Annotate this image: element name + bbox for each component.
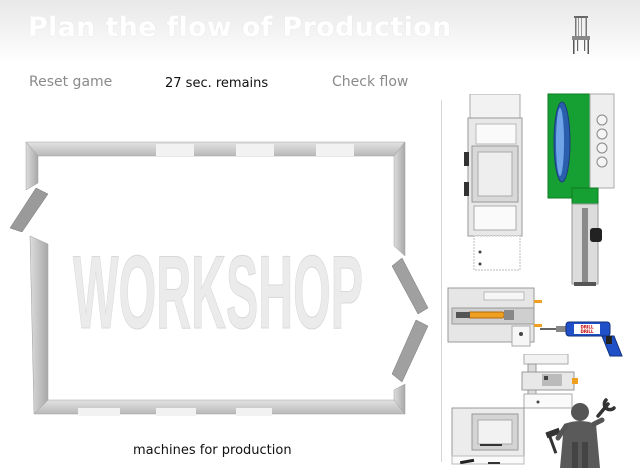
panel-divider <box>441 100 442 462</box>
machine-grey-press[interactable] <box>462 94 528 272</box>
workshop-area[interactable]: WORKSHOP <box>8 138 438 428</box>
machine-lathe[interactable] <box>446 286 546 350</box>
header-bar <box>0 0 640 64</box>
page-title: Plan the flow of Production <box>28 12 452 43</box>
machines-caption: machines for production <box>133 443 292 458</box>
chair-icon[interactable] <box>570 16 592 54</box>
timer-text: 27 sec. remains <box>165 76 269 91</box>
check-flow-button[interactable]: Check flow <box>332 74 409 90</box>
drill-label-bottom: DRILL <box>581 329 594 334</box>
worker-icon[interactable] <box>544 398 620 470</box>
drill-label-top: DRILL <box>581 325 594 330</box>
workshop-walls <box>9 141 429 416</box>
drill-icon[interactable]: DRILL DRILL <box>540 316 628 360</box>
workshop-label: WORKSHOP <box>73 235 363 351</box>
machine-mill[interactable] <box>516 354 580 410</box>
machine-control-cabinet[interactable] <box>450 406 528 468</box>
machine-green-grinder[interactable] <box>546 92 618 288</box>
reset-game-button[interactable]: Reset game <box>29 74 113 90</box>
